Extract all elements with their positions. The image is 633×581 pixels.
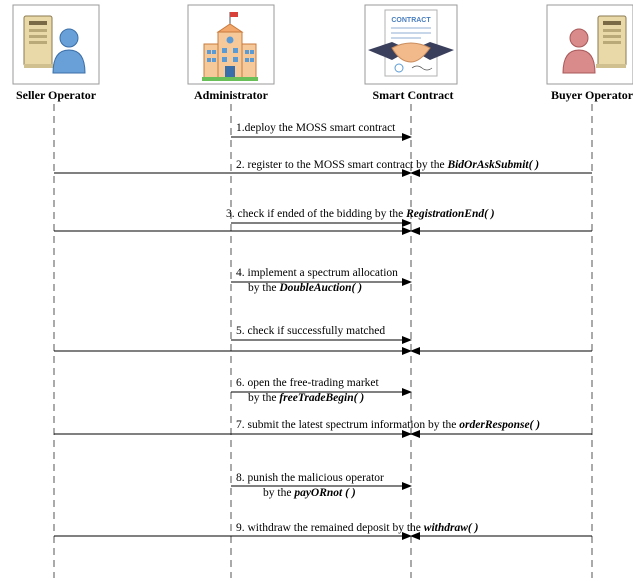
contract-doc-title: CONTRACT: [391, 17, 431, 24]
message-2-text: 2. register to the MOSS smart contract b…: [236, 159, 539, 171]
message-5-text: 5. check if successfully matched: [236, 325, 385, 337]
administrator-label: Administrator: [194, 88, 269, 102]
message-3-text: 3. check if ended of the bidding by the …: [226, 208, 495, 220]
message-7-text: 7. submit the latest spectrum informatio…: [236, 419, 540, 431]
server-user-icon: [23, 15, 86, 74]
message-9-text: 9. withdraw the remained deposit by the …: [236, 522, 479, 534]
message-8-text-line2: by the payORnot ( ): [263, 487, 356, 499]
message-8-text-line1: 8. punish the malicious operator: [236, 472, 384, 484]
contract-handshake-icon: CONTRACT: [368, 9, 454, 77]
seller-operator-label: Seller Operator: [16, 88, 97, 102]
message-4-text-line2: by the DoubleAuction( ): [248, 282, 362, 294]
message-1-text: 1.deploy the MOSS smart contract: [236, 122, 396, 134]
buyer-operator-label: Buyer Operator: [551, 88, 633, 102]
message-6-text-line2: by the freeTradeBegin( ): [248, 392, 364, 404]
message-6-text-line1: 6. open the free-trading market: [236, 377, 380, 389]
user-server-icon: [562, 15, 627, 74]
message-4-text-line1: 4. implement a spectrum allocation: [236, 267, 398, 279]
smart-contract-label: Smart Contract: [373, 88, 454, 102]
building-icon: [202, 12, 258, 81]
